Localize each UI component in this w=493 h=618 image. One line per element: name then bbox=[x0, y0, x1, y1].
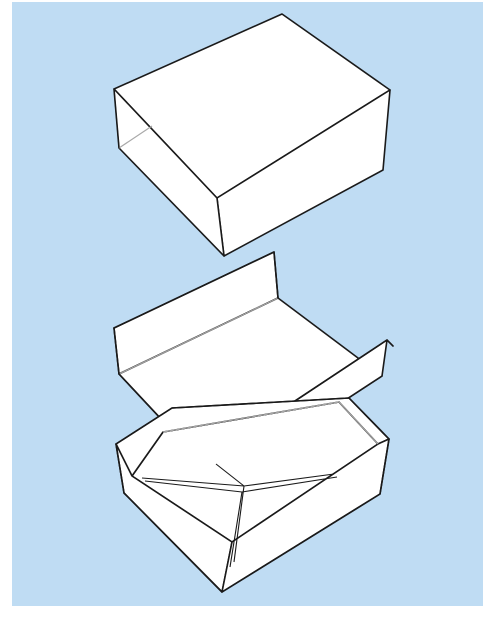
assembly-diagram bbox=[12, 2, 483, 606]
illustration-panel bbox=[12, 2, 483, 606]
